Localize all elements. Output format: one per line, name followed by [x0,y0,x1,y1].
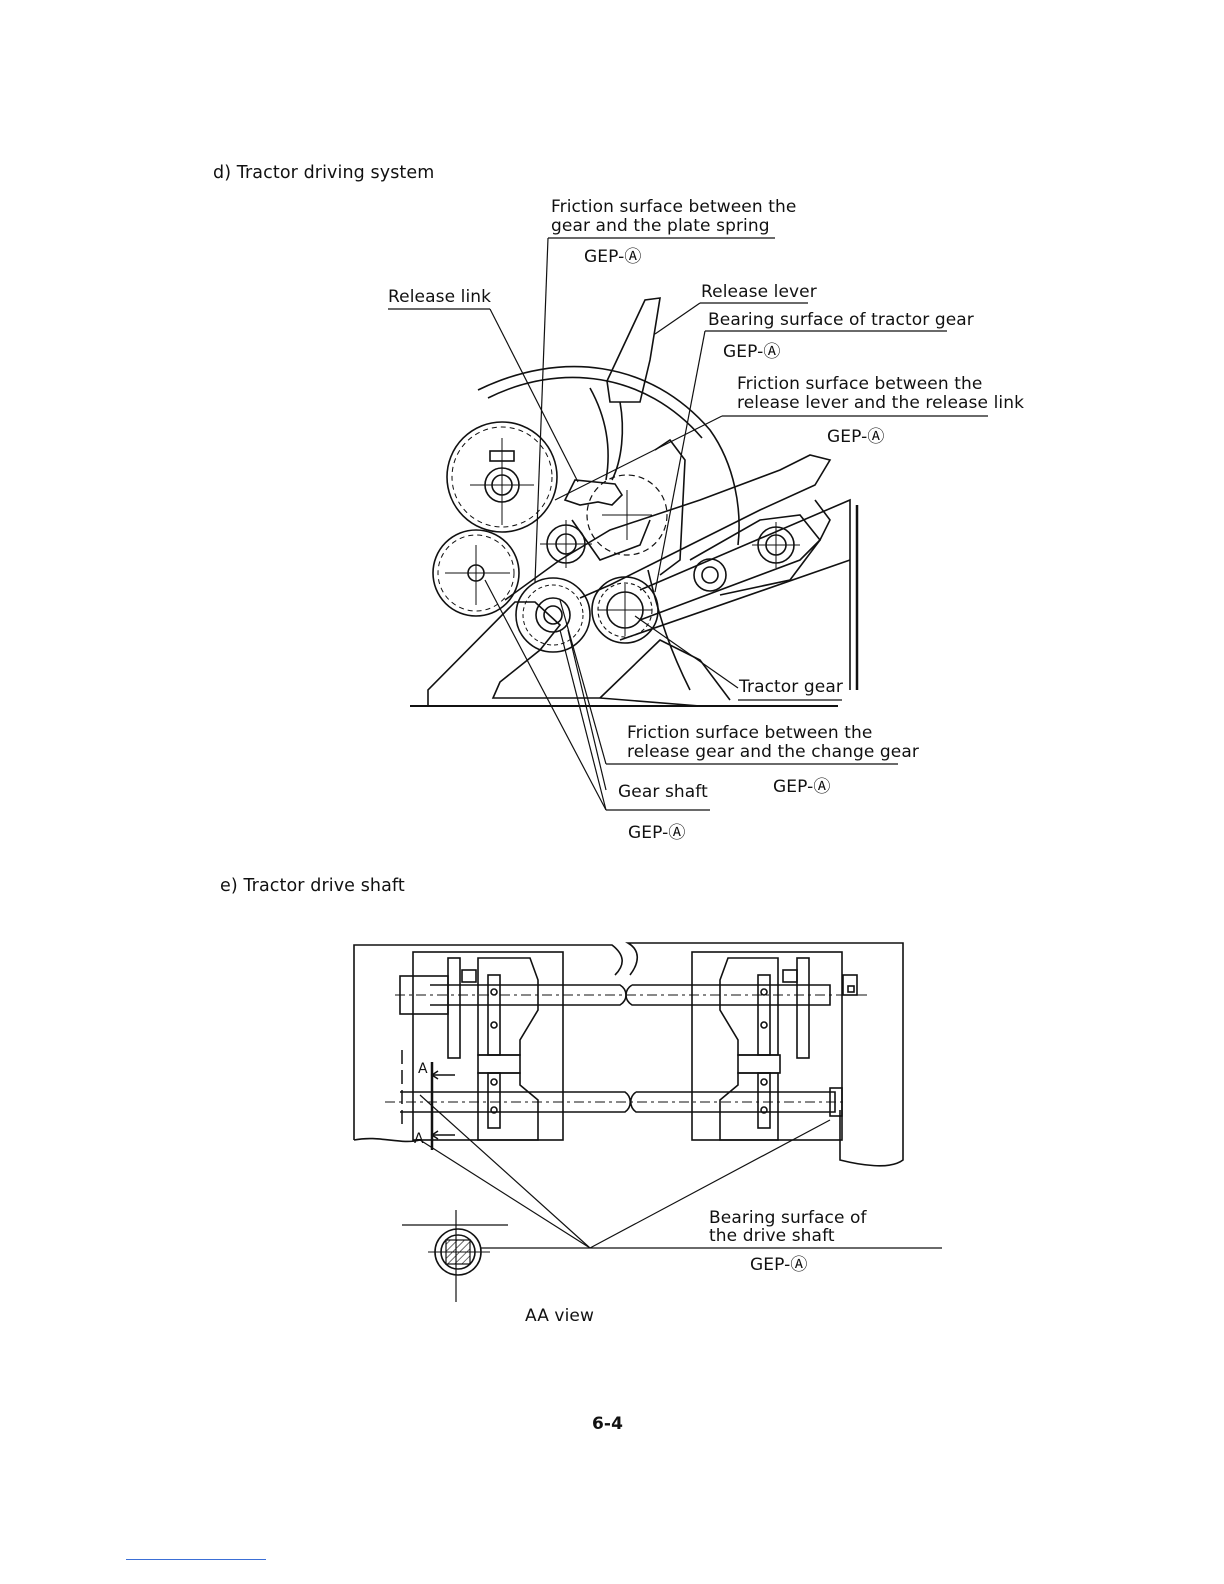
label-bearing-drive-shaft-line1: Bearing surface of [709,1208,867,1228]
label-bearing-drive-shaft-line2: the drive shaft [709,1226,835,1246]
label-friction-release-change-line1: Friction surface between the [627,723,873,743]
label-aa-view: AA view [525,1306,594,1326]
page-number: 6-4 [592,1414,624,1434]
section-e-heading: e) Tractor drive shaft [220,876,405,896]
label-friction-gear-plate-line2: gear and the plate spring [551,216,770,236]
label-tractor-gear: Tractor gear [739,677,843,697]
label-friction-lever-link-line2: release lever and the release link [737,393,1025,413]
label-bearing-tractor-gear: Bearing surface of tractor gear [708,310,974,330]
label-release-link: Release link [388,287,492,307]
bottom-rule [126,1559,266,1560]
label-friction-release-change-line2: release gear and the change gear [627,742,919,762]
marker-a-top: A [418,1061,428,1077]
marker-a-bottom: A [414,1131,424,1147]
figure-tractor-drive-shaft [353,942,942,1302]
label-gep-1: GEP-Ⓐ [584,247,642,267]
label-friction-lever-link-line1: Friction surface between the [737,374,983,394]
label-gep-5: GEP-Ⓐ [628,823,686,843]
label-gep-drive-shaft: GEP-Ⓐ [750,1255,808,1275]
label-gep-2: GEP-Ⓐ [723,342,781,362]
label-release-lever: Release lever [701,282,817,302]
section-d-heading: d) Tractor driving system [213,163,435,183]
label-gep-4: GEP-Ⓐ [773,777,831,797]
label-gear-shaft: Gear shaft [618,782,708,802]
label-gep-3: GEP-Ⓐ [827,427,885,447]
figure-tractor-driving-system [388,237,988,811]
label-friction-gear-plate-line1: Friction surface between the [551,197,797,217]
